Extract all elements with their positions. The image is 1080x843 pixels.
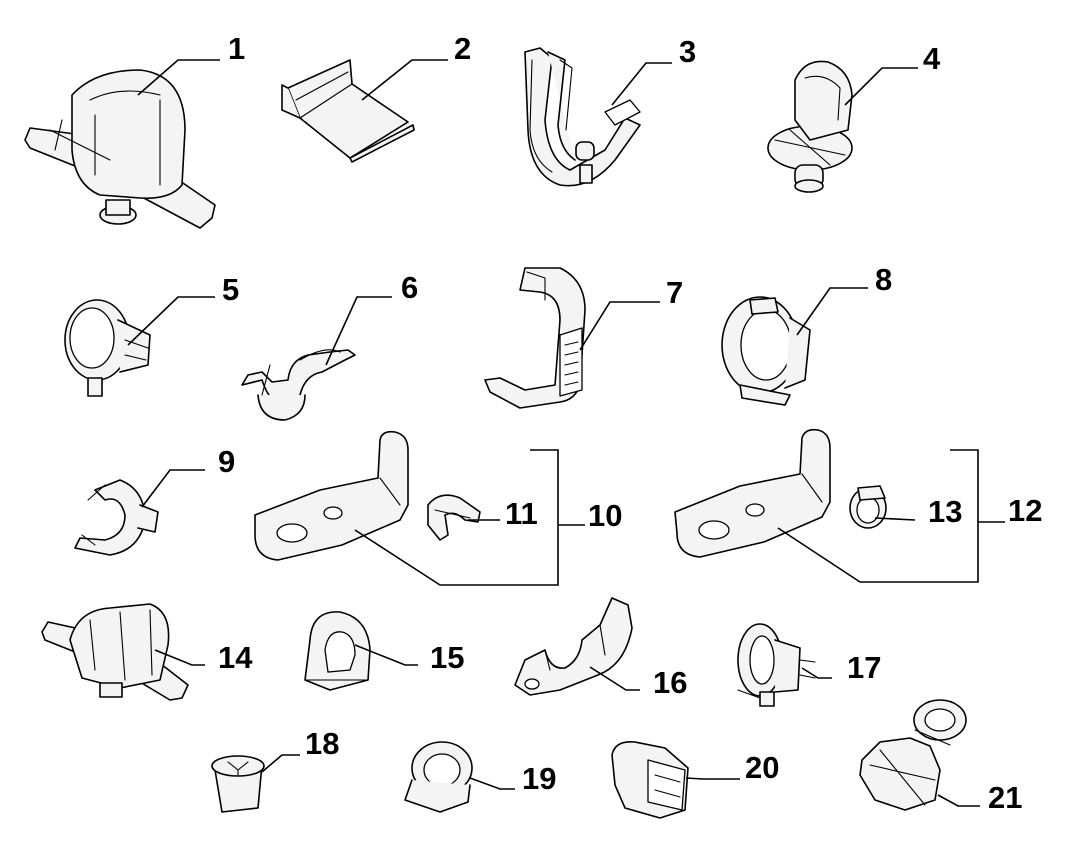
part-10-bracket[interactable] [254, 430, 409, 561]
callout-14: 14 [218, 640, 253, 675]
callout-20: 20 [745, 750, 779, 785]
part-18-push-nut[interactable] [211, 755, 265, 813]
part-12-bracket[interactable] [674, 428, 831, 558]
callout-9: 9 [218, 444, 235, 479]
part-16-saddle-clip[interactable] [514, 597, 633, 696]
callout-5: 5 [222, 272, 239, 307]
part-1-cable-clip-strap[interactable] [24, 69, 216, 229]
callout-16: 16 [653, 665, 687, 700]
part-4-base-clip[interactable] [767, 60, 853, 193]
part-15-loop-clip[interactable] [304, 611, 371, 691]
part-3-double-clip[interactable] [524, 47, 641, 187]
part-20-box-clip[interactable] [611, 740, 689, 819]
callout-4: 4 [923, 41, 941, 76]
part-9-split-clip[interactable] [74, 479, 159, 556]
callout-18: 18 [305, 726, 339, 761]
part-8-winged-clip[interactable] [721, 296, 811, 406]
callout-8: 8 [875, 262, 892, 297]
leader-lines [127, 59, 1005, 807]
callout-13: 13 [928, 494, 962, 529]
callout-10: 10 [588, 498, 622, 533]
part-21-double-clamp[interactable] [859, 699, 967, 811]
part-7-tall-clip[interactable] [484, 267, 586, 409]
part-11-small-clip[interactable] [427, 494, 481, 541]
callout-2: 2 [454, 31, 471, 66]
callout-21: 21 [988, 780, 1022, 815]
callout-19: 19 [522, 761, 556, 796]
part-6-double-cradle[interactable] [241, 349, 356, 421]
callout-3: 3 [679, 34, 696, 69]
part-5-round-clip[interactable] [64, 299, 151, 397]
part-2-angle-plate[interactable] [281, 59, 415, 163]
part-19-band-clip[interactable] [404, 741, 473, 813]
part-14-strap-clip[interactable] [41, 603, 189, 701]
part-17-pin-clip[interactable] [737, 623, 816, 707]
callout-6: 6 [401, 270, 418, 305]
callout-7: 7 [666, 275, 683, 310]
callout-17: 17 [847, 650, 881, 685]
callout-12: 12 [1008, 493, 1042, 528]
callout-15: 15 [430, 640, 464, 675]
callout-1: 1 [228, 31, 245, 66]
callout-11: 11 [505, 496, 538, 531]
part-13-hose-clamp[interactable] [849, 485, 887, 529]
callout-labels: 1 2 3 4 5 6 7 8 9 10 11 12 13 14 15 16 1… [218, 31, 1042, 815]
